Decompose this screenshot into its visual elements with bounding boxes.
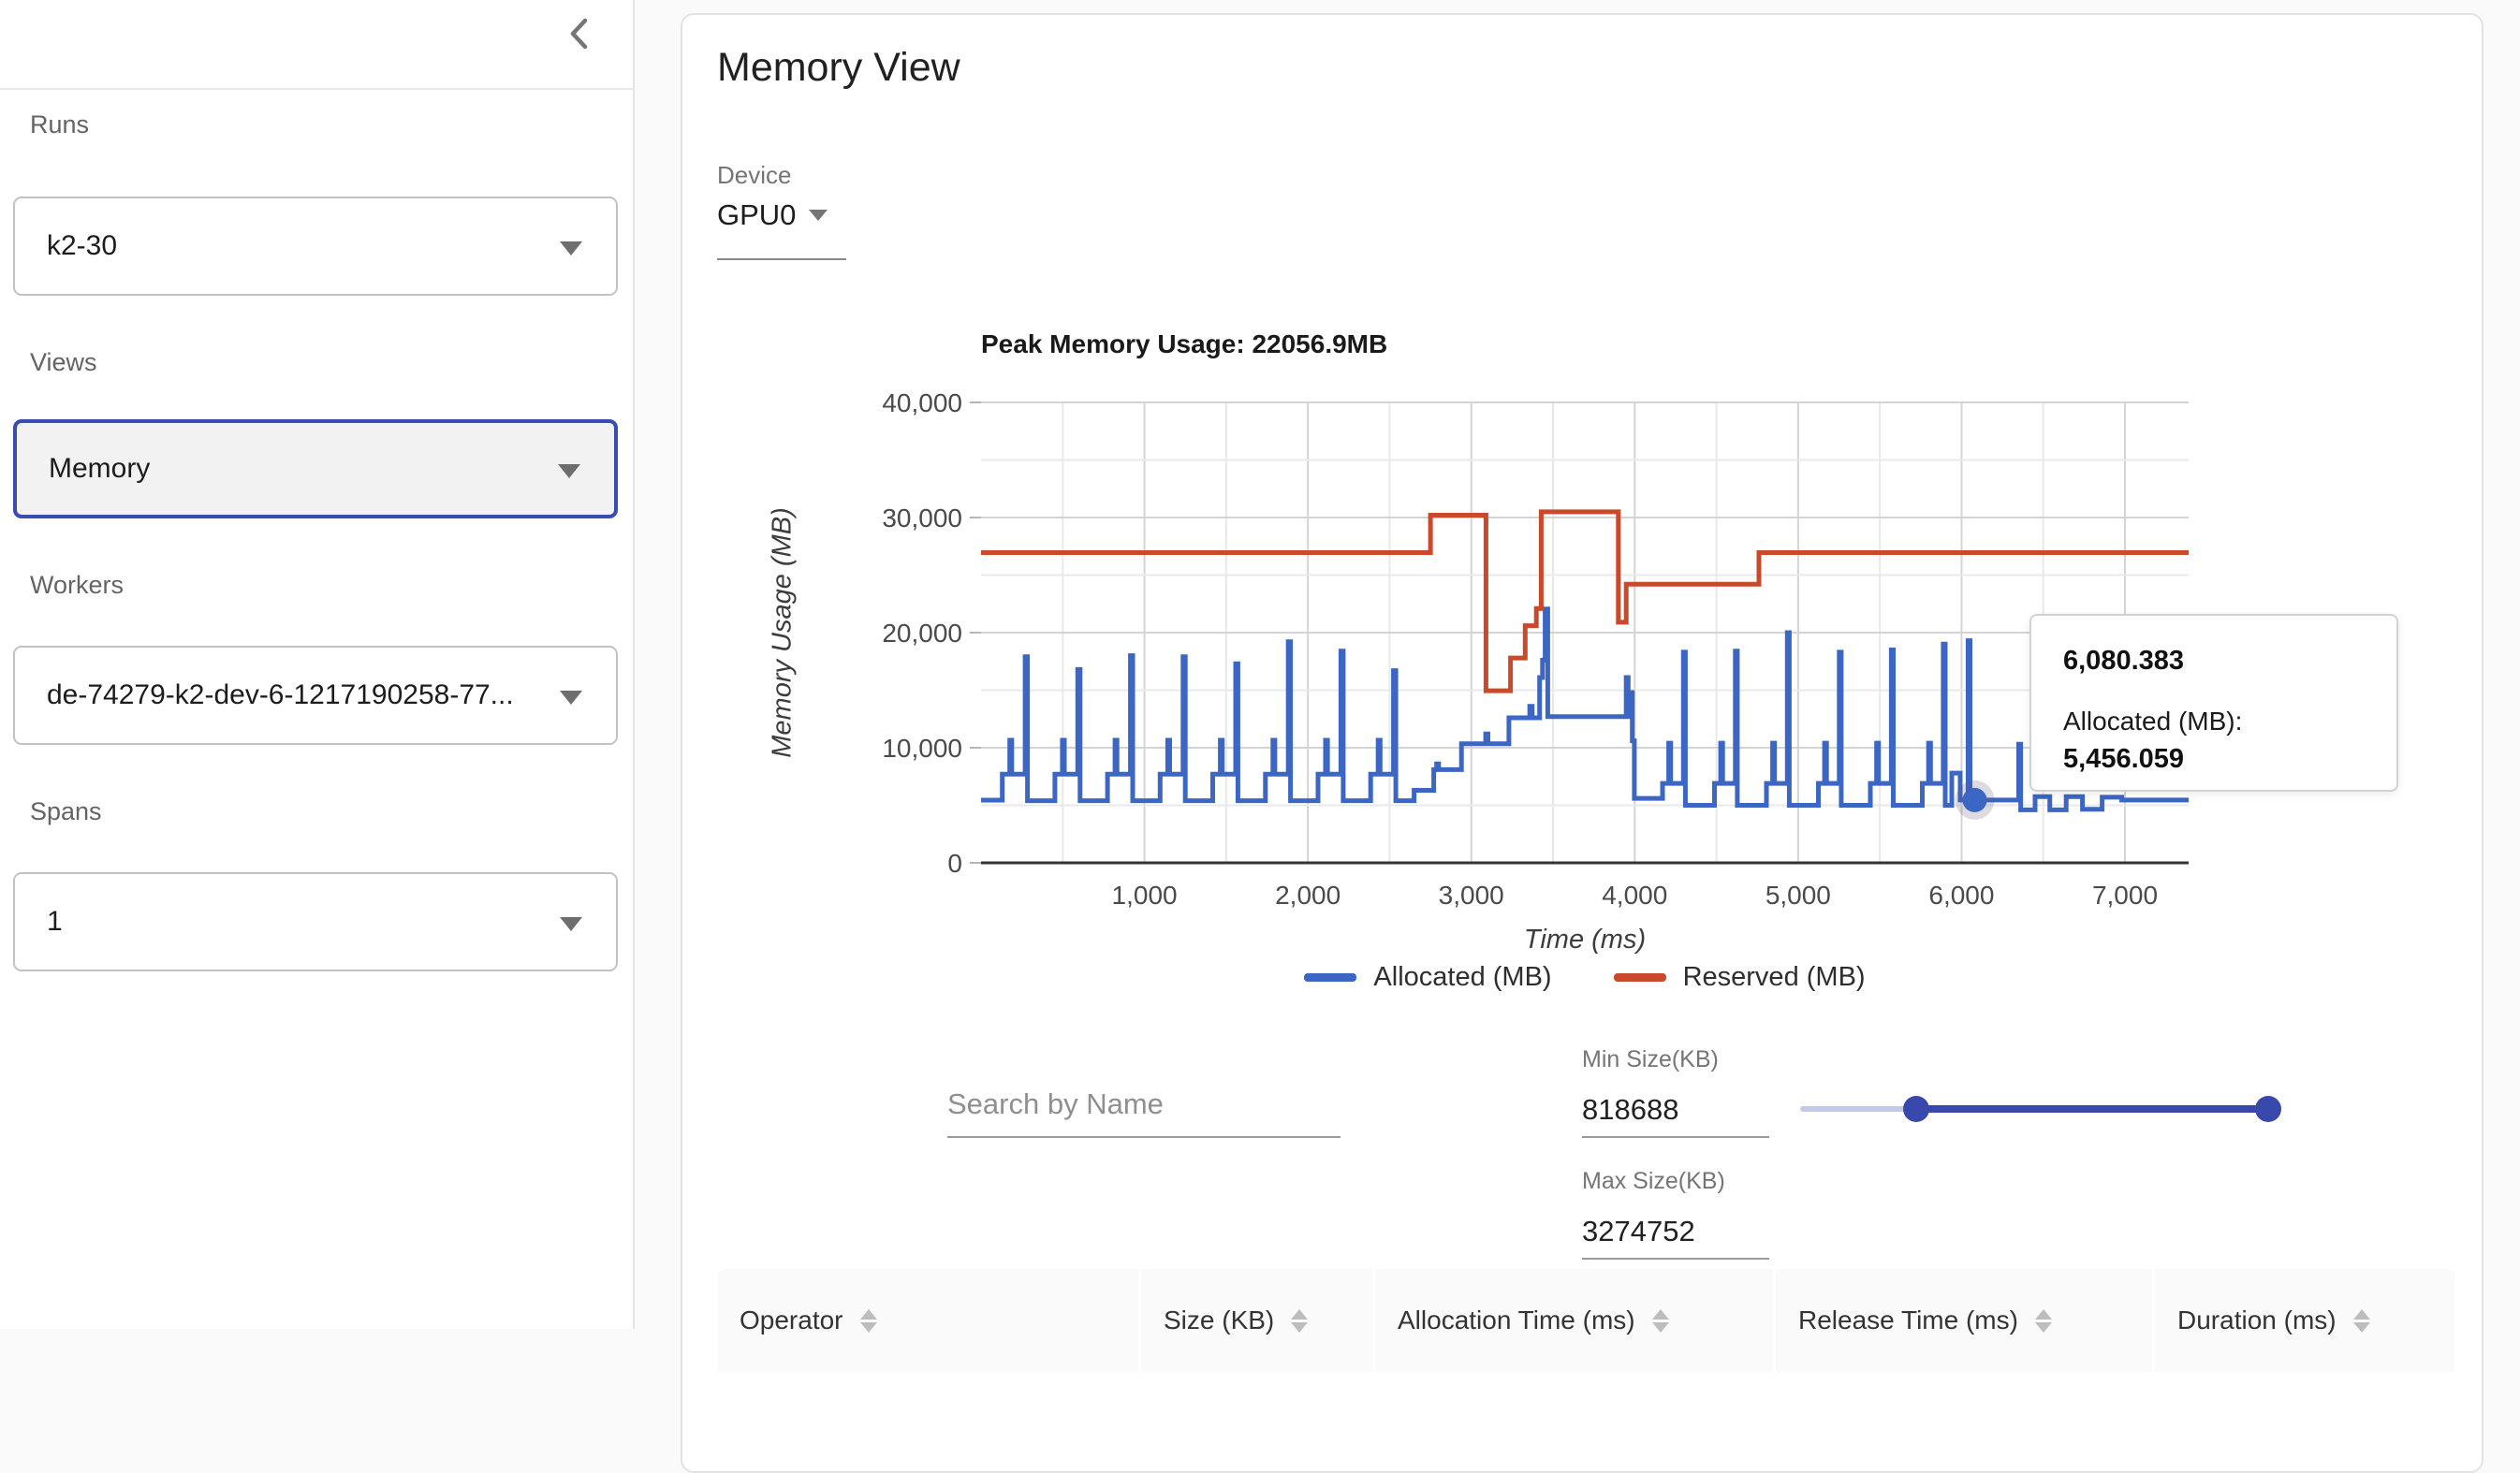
sort-icon bbox=[1651, 1308, 1669, 1333]
device-select-value: GPU0 bbox=[717, 198, 797, 231]
tooltip-series-label: Allocated (MB): bbox=[2063, 707, 2243, 736]
sort-icon bbox=[859, 1308, 877, 1333]
min-size-label: Min Size(KB) bbox=[1582, 1046, 1719, 1072]
workers-select-value: de-74279-k2-dev-6-1217190258-77... bbox=[47, 679, 514, 710]
chevron-down-icon bbox=[809, 210, 828, 221]
max-size-label: Max Size(KB) bbox=[1582, 1168, 1725, 1194]
chevron-down-icon bbox=[560, 691, 582, 705]
tooltip-value: 5,456.059 bbox=[2063, 744, 2185, 774]
column-header-label: Duration (ms) bbox=[2177, 1305, 2337, 1334]
runs-select-value: k2-30 bbox=[47, 230, 118, 261]
column-header-label: Release Time (ms) bbox=[1798, 1305, 2018, 1334]
chevron-down-icon bbox=[558, 464, 580, 478]
sidebar-collapse-button[interactable] bbox=[558, 11, 603, 56]
legend-item-allocated: Allocated (MB) bbox=[1304, 962, 1552, 993]
column-header-label: Size (KB) bbox=[1164, 1305, 1275, 1334]
column-header-operator[interactable]: Operator bbox=[717, 1269, 1141, 1372]
chevron-down-icon bbox=[560, 241, 582, 255]
sidebar-topbar bbox=[0, 0, 633, 90]
column-header-label: Operator bbox=[740, 1305, 843, 1334]
reserved-series-swatch bbox=[1613, 973, 1666, 982]
search-input[interactable] bbox=[947, 1072, 1341, 1138]
chart-legend: Allocated (MB) Reserved (MB) bbox=[981, 962, 2189, 993]
runs-select[interactable]: k2-30 bbox=[13, 197, 618, 296]
operator-table-header: Operator Size (KB) Allocation Time (ms) Rel… bbox=[717, 1269, 2454, 1372]
workers-select[interactable]: de-74279-k2-dev-6-1217190258-77... bbox=[13, 646, 618, 745]
page-title: Memory View bbox=[717, 45, 960, 90]
slider-handle-max[interactable] bbox=[2254, 1096, 2281, 1122]
sort-icon bbox=[1291, 1308, 1309, 1333]
spans-label: Spans bbox=[30, 797, 102, 825]
chart-title: Peak Memory Usage: 22056.9MB bbox=[981, 329, 1388, 358]
allocated-series-swatch bbox=[1304, 973, 1357, 982]
views-label: Views bbox=[30, 348, 97, 376]
column-header-allocation-time-ms-[interactable]: Allocation Time (ms) bbox=[1375, 1269, 1776, 1372]
column-header-duration-ms-[interactable]: Duration (ms) bbox=[2155, 1269, 2454, 1372]
min-size-input[interactable] bbox=[1582, 1084, 1769, 1138]
workers-label: Workers bbox=[30, 571, 125, 599]
sidebar: Runs k2-30 Views Memory Workers de-74279… bbox=[0, 0, 635, 1329]
column-header-size-kb-[interactable]: Size (KB) bbox=[1141, 1269, 1375, 1372]
runs-label: Runs bbox=[30, 110, 90, 139]
size-range-slider bbox=[1800, 1095, 2281, 1123]
chart-tooltip: 6,080.383 Allocated (MB): 5,456.059 bbox=[2029, 614, 2398, 792]
legend-item-reserved: Reserved (MB) bbox=[1613, 962, 1866, 993]
tooltip-time: 6,080.383 bbox=[2063, 646, 2185, 676]
legend-label: Reserved (MB) bbox=[1682, 962, 1866, 992]
device-label: Device bbox=[717, 161, 792, 189]
legend-label: Allocated (MB) bbox=[1373, 962, 1552, 992]
spans-select-value: 1 bbox=[47, 906, 63, 937]
device-select[interactable]: GPU0 bbox=[717, 198, 846, 260]
slider-handle-min[interactable] bbox=[1902, 1096, 1929, 1122]
column-header-release-time-ms-[interactable]: Release Time (ms) bbox=[1776, 1269, 2155, 1372]
max-size-input[interactable] bbox=[1582, 1205, 1769, 1260]
spans-select[interactable]: 1 bbox=[13, 872, 618, 971]
views-select[interactable]: Memory bbox=[13, 419, 618, 518]
chevron-down-icon bbox=[560, 917, 582, 931]
x-axis-title: Time (ms) bbox=[1523, 925, 1647, 955]
sort-icon bbox=[2034, 1308, 2052, 1333]
views-select-value: Memory bbox=[49, 453, 151, 484]
sort-icon bbox=[2352, 1308, 2370, 1333]
y-axis-title: Memory Usage (MB) bbox=[767, 507, 798, 758]
column-header-label: Allocation Time (ms) bbox=[1398, 1305, 1635, 1334]
chevron-left-icon bbox=[570, 18, 588, 50]
slider-active-range bbox=[1915, 1105, 2268, 1113]
